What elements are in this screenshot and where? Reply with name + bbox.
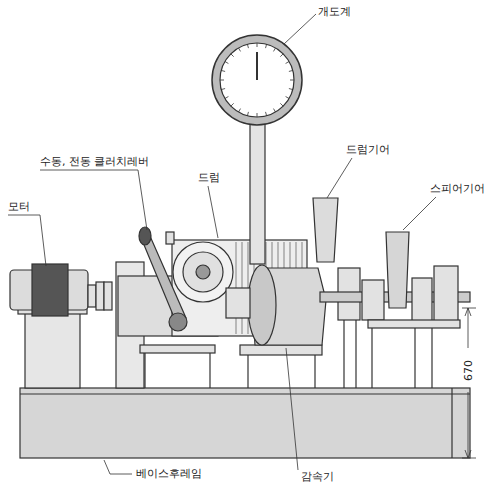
tick	[247, 112, 248, 116]
reducer-cover	[248, 265, 276, 345]
post	[209, 353, 210, 388]
tick	[274, 109, 276, 112]
dimension-label: 670	[462, 360, 475, 381]
motor-core	[32, 264, 68, 316]
reducer-base	[240, 345, 322, 355]
tick	[280, 103, 283, 106]
lever-knob	[139, 227, 151, 245]
leader-line	[284, 14, 316, 44]
part-label: 개도계	[318, 5, 351, 18]
part-label: 스피어기어	[430, 182, 485, 195]
post	[431, 328, 432, 388]
leader-line	[8, 215, 46, 266]
post	[144, 353, 145, 388]
tick	[221, 89, 225, 90]
gauge-ticks	[220, 43, 294, 117]
tick	[231, 54, 234, 57]
drum-gear	[173, 242, 233, 302]
motor-stand	[25, 312, 80, 388]
bearing	[434, 266, 458, 326]
tick	[220, 80, 224, 81]
post	[355, 320, 356, 388]
leader-line	[286, 348, 298, 470]
drum-gear-hub	[183, 252, 223, 292]
tick	[231, 103, 234, 106]
bearing-base	[368, 320, 460, 328]
lever-pivot	[169, 313, 187, 331]
latch	[166, 232, 174, 244]
tick	[286, 97, 289, 99]
dimension-line	[468, 392, 469, 458]
leader-line	[104, 460, 132, 474]
tick	[225, 62, 228, 64]
bearing	[412, 278, 432, 322]
tick	[221, 70, 225, 71]
tick	[266, 112, 267, 116]
leader-line	[40, 170, 147, 230]
part-label: 베이스후레임	[136, 467, 202, 480]
spur-gear-wheel	[386, 232, 409, 308]
tick	[280, 54, 283, 57]
tick	[257, 113, 258, 117]
tick	[274, 48, 276, 51]
drum-gear-wheel	[313, 198, 338, 262]
gauge-stem	[250, 124, 265, 264]
tick	[239, 48, 241, 51]
leader-line	[403, 197, 436, 230]
gauge-dial	[220, 43, 294, 117]
coupling	[104, 282, 112, 310]
dimension-arrow	[465, 308, 471, 316]
base-edge	[451, 388, 452, 458]
gauge-rim	[212, 35, 302, 125]
coupling	[96, 282, 104, 310]
part-label: 수동, 전동 클러치레버	[40, 155, 150, 168]
base-frame	[20, 388, 470, 458]
tick	[266, 44, 267, 48]
coupling	[226, 288, 250, 318]
dimension-tick	[462, 308, 476, 309]
tick	[257, 43, 258, 47]
post	[314, 355, 315, 388]
drum-gear-center	[196, 265, 210, 279]
shaft	[88, 285, 96, 307]
tick	[247, 44, 248, 48]
part-label: 모터	[8, 200, 30, 213]
tick	[289, 70, 293, 71]
tick	[225, 97, 228, 99]
part-label: 감속기	[301, 470, 334, 483]
part-label: 드럼	[198, 171, 220, 184]
tick	[239, 109, 241, 112]
bearing	[362, 280, 384, 320]
post	[247, 355, 248, 388]
post	[371, 328, 372, 388]
tick	[289, 89, 293, 90]
tick	[286, 62, 289, 64]
dimension-arrow	[465, 450, 471, 458]
gauge-needle	[256, 52, 258, 80]
post	[343, 320, 344, 388]
part-label: 드럼기어	[346, 143, 390, 156]
clutch-lever	[142, 236, 186, 322]
base-ledge	[20, 393, 470, 394]
leader-line	[208, 186, 218, 238]
dimension-tick	[462, 458, 476, 459]
dimension-line	[468, 308, 469, 348]
tick	[290, 80, 294, 81]
post	[414, 328, 415, 388]
clutch-base	[140, 345, 215, 353]
leader-line	[327, 158, 352, 198]
